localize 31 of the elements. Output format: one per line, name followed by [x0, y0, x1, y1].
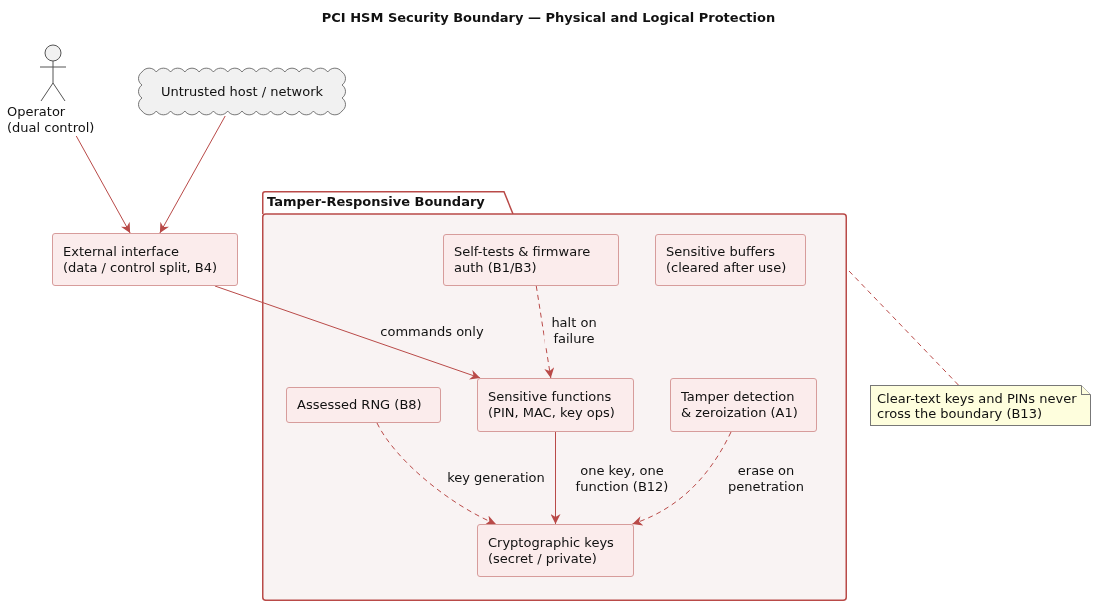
diagram-title: PCI HSM Security Boundary — Physical and Logical Protection	[321, 10, 776, 26]
process-box	[655, 234, 806, 286]
dashed-arrow	[631, 431, 732, 526]
box-label: Self-tests & firmware auth (B1/B3)	[454, 244, 592, 276]
edge-label: key generation	[445, 470, 547, 486]
arrow	[159, 115, 226, 234]
cloud-shape	[137, 67, 347, 116]
edge-label: commands only	[378, 324, 486, 340]
dashed-line	[846, 268, 959, 386]
process-box	[52, 233, 238, 286]
arrow	[214, 285, 481, 380]
process-box	[477, 378, 634, 432]
box-label: External interface (data / control split, B4)	[63, 243, 219, 276]
box-label: Cryptographic keys (secret / private)	[488, 534, 615, 567]
box-label: Assessed RNG (B8)	[297, 397, 422, 413]
box-label: Sensitive buffers (cleared after use)	[666, 244, 788, 276]
process-box	[286, 387, 441, 423]
box-label: Tamper detection & zeroization (A1)	[681, 389, 799, 421]
box-label: Sensitive functions (PIN, MAC, key ops)	[488, 389, 616, 421]
process-box	[443, 234, 619, 286]
package-title: Tamper-Responsive Boundary	[267, 194, 485, 210]
process-box	[477, 524, 634, 577]
dashed-arrow	[376, 422, 497, 525]
arrow	[550, 431, 561, 525]
dashed-arrow	[535, 285, 555, 379]
note: Clear-text keys and PINs never cross the boundary (B13)	[870, 385, 1091, 426]
arrow	[75, 135, 131, 234]
cloud-label: Untrusted host / network	[160, 83, 324, 100]
process-box	[670, 378, 817, 432]
actor-label: Operator (dual control)	[7, 104, 96, 136]
package-frame	[262, 191, 847, 601]
